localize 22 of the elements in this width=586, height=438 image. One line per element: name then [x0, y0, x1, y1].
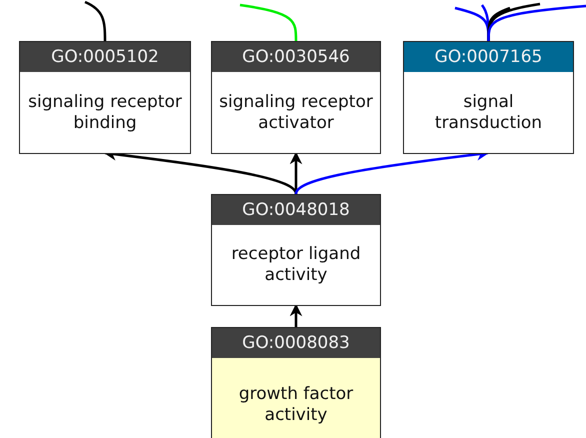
term-id: GO:0005102 — [20, 42, 190, 72]
term-name: signaling receptor activator — [218, 92, 374, 134]
term-box — [19, 41, 191, 154]
arrow — [290, 304, 302, 327]
term-id: GO:0007165 — [404, 42, 573, 72]
connector-line — [240, 4, 298, 41]
term-id: GO:0048018 — [212, 195, 380, 225]
term-box — [211, 194, 381, 306]
connector-line — [487, 2, 540, 41]
connector-line — [487, 4, 586, 42]
term-name: receptor ligand activity — [230, 244, 362, 286]
term-box — [211, 41, 381, 154]
arrow — [290, 152, 302, 194]
term-box — [211, 327, 381, 438]
term-name: growth factor activity — [238, 384, 354, 426]
term-id: GO:0030546 — [212, 42, 380, 72]
term-name: signal transduction — [434, 92, 544, 134]
term-box — [403, 41, 574, 154]
term-id: GO:0008083 — [212, 328, 380, 358]
connector-line — [84, 0, 106, 41]
connector-line — [487, 6, 510, 41]
term-name: signaling receptor binding — [27, 92, 183, 134]
